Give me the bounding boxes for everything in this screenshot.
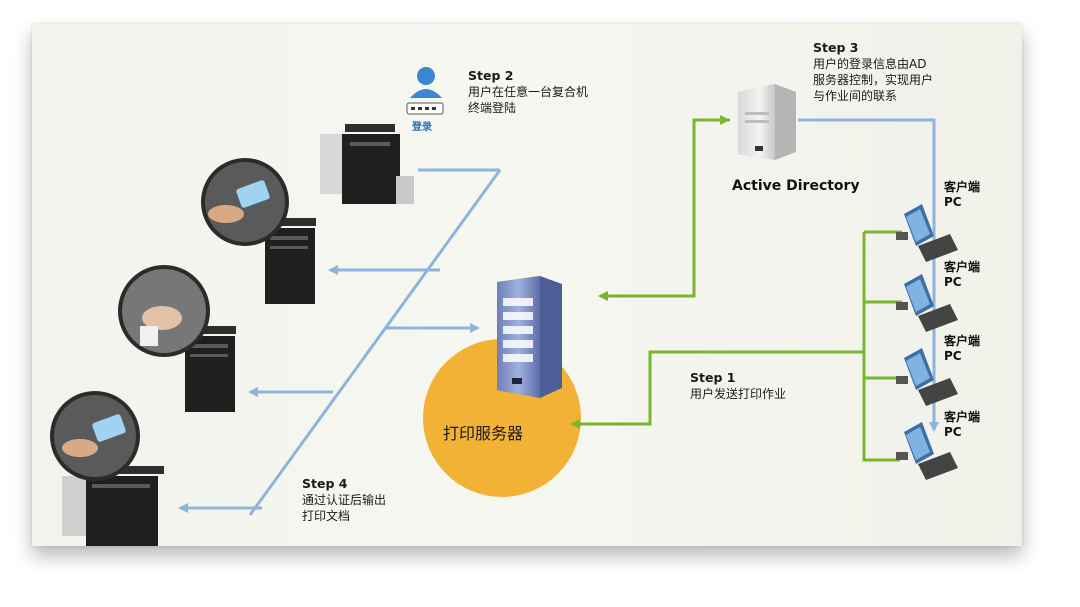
client-label-2-line-2: PC — [944, 275, 962, 289]
card-authentication-image-2 — [50, 391, 140, 481]
client-label-2: 客户端 PC — [944, 260, 980, 290]
step-1-block: Step 1 用户发送打印作业 — [690, 370, 786, 402]
green-connectors — [570, 115, 902, 462]
step-3-line-1: 用户的登录信息由AD — [813, 57, 927, 71]
card-authentication-image-1 — [201, 158, 289, 246]
blue-printer-connectors — [178, 168, 502, 516]
step-4-block: Step 4 通过认证后输出 打印文档 — [302, 476, 386, 524]
client-label-3: 客户端 PC — [944, 334, 980, 364]
client-label-4: 客户端 PC — [944, 410, 980, 440]
client-label-1: 客户端 PC — [944, 180, 980, 210]
step-2-line-2: 终端登陆 — [468, 101, 517, 115]
mfp-printer-1 — [320, 124, 414, 204]
print-server-label: 打印服务器 — [443, 424, 524, 443]
client-label-2-line-1: 客户端 — [944, 260, 981, 274]
client-label-3-line-1: 客户端 — [944, 334, 981, 348]
client-label-3-line-2: PC — [944, 349, 962, 363]
fingerprint-authentication-image — [118, 265, 210, 357]
step-2-block: Step 2 用户在任意一台复合机 终端登陆 — [468, 68, 588, 116]
client-label-1-line-1: 客户端 — [944, 180, 981, 194]
mfp-printer-2 — [265, 218, 316, 304]
mfp-printer-4 — [62, 466, 164, 546]
login-label: 登录 — [412, 122, 432, 133]
step-3-title: Step 3 — [813, 40, 859, 55]
client-pc-icon-4 — [896, 422, 958, 480]
active-directory-server-icon — [738, 84, 796, 160]
mfp-printer-3 — [185, 326, 236, 412]
step-2-line-1: 用户在任意一台复合机 — [468, 85, 589, 99]
step-4-line-2: 打印文档 — [302, 509, 351, 523]
print-server-icon — [497, 276, 562, 398]
active-directory-label: Active Directory — [732, 178, 860, 194]
client-pc-icon-2 — [896, 274, 958, 332]
step-3-line-3: 与作业间的联系 — [813, 89, 898, 103]
client-pc-icon-1 — [896, 204, 958, 262]
client-label-4-line-2: PC — [944, 425, 962, 439]
step-3-line-2: 服务器控制，实现用户 — [813, 73, 934, 87]
client-label-1-line-2: PC — [944, 195, 962, 209]
step-1-title: Step 1 — [690, 370, 736, 385]
step-3-block: Step 3 用户的登录信息由AD 服务器控制，实现用户 与作业间的联系 — [813, 40, 933, 104]
client-pc-icon-3 — [896, 348, 958, 406]
client-label-4-line-1: 客户端 — [944, 410, 981, 424]
step-1-line-1: 用户发送打印作业 — [690, 387, 787, 401]
step-2-title: Step 2 — [468, 68, 514, 83]
step-4-title: Step 4 — [302, 476, 348, 491]
step-4-line-1: 通过认证后输出 — [302, 493, 387, 507]
user-login-icon — [406, 67, 444, 115]
